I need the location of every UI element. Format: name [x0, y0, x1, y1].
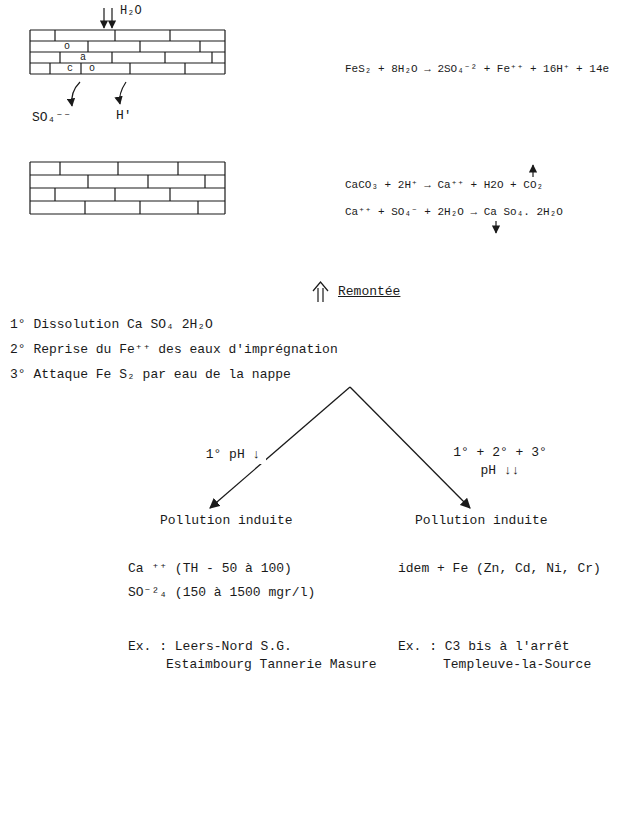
water-arrow — [111, 8, 112, 28]
chemical-equation: FeS₂ + 8H₂O → 2SO₄⁻² + Fe⁺⁺ + 16H⁺ + 14e — [345, 62, 609, 76]
text-line: 3° Attaque Fe S₂ par eau de la nappe — [10, 362, 610, 387]
gas-arrow — [532, 165, 533, 177]
ion-label: SO₄⁻⁻ — [32, 110, 71, 126]
chemical-equation: CaCO₃ + 2H⁺ → Ca⁺⁺ + H2O + CO₂ — [345, 178, 543, 192]
text-group: 1° Dissolution Ca SO₄ 2H₂O2° Reprise du … — [10, 312, 610, 387]
result-heading: Pollution induite — [128, 512, 428, 530]
mineral-letter: o — [89, 63, 95, 74]
text-line: 2° Reprise du Fe⁺⁺ des eaux d'imprégnati… — [10, 337, 610, 362]
branch-label: 1° pH ↓ — [200, 446, 266, 464]
mineral-letter: a — [80, 52, 86, 63]
text-group: Pollution induite Ca ⁺⁺ (TH - 50 à 100) SO… — [128, 508, 428, 674]
water-arrow — [103, 8, 104, 28]
mineral-letter: c — [67, 63, 73, 74]
brick-wall — [30, 30, 225, 214]
formula-label: H₂O — [120, 4, 142, 18]
text-line: Ex. : C3 bis à l'arrêt Templeuve-la-Sour… — [398, 638, 603, 674]
chemical-equation: Ca⁺⁺ + SO₄⁻ + 2H₂O → Ca So₄. 2H₂O — [345, 205, 563, 219]
ion-label: H' — [116, 108, 132, 124]
text-group: Pollution induite idem + Fe (Zn, Cd, Ni, … — [398, 508, 620, 674]
text-line: SO⁻²₄ (150 à 1500 mgr/l) — [128, 584, 428, 602]
text-line: idem + Fe (Zn, Cd, Ni, Cr) — [398, 560, 620, 578]
leach-arrow — [72, 82, 80, 106]
mineral-letter: o — [64, 41, 70, 52]
stage-heading: Remontée — [338, 284, 400, 300]
rise-arrow — [313, 282, 328, 302]
text-line: 1° Dissolution Ca SO₄ 2H₂O — [10, 312, 610, 337]
branch-label: 1° + 2° + 3° pH ↓↓ — [448, 444, 552, 480]
result-heading: Pollution induite — [398, 512, 620, 530]
precipitate-arrow — [495, 221, 496, 233]
text-line: Ex. : Leers-Nord S.G. Estaimbourg Tanner… — [128, 638, 380, 674]
leach-arrow — [120, 82, 126, 104]
text-line: Ca ⁺⁺ (TH - 50 à 100) — [128, 560, 428, 578]
